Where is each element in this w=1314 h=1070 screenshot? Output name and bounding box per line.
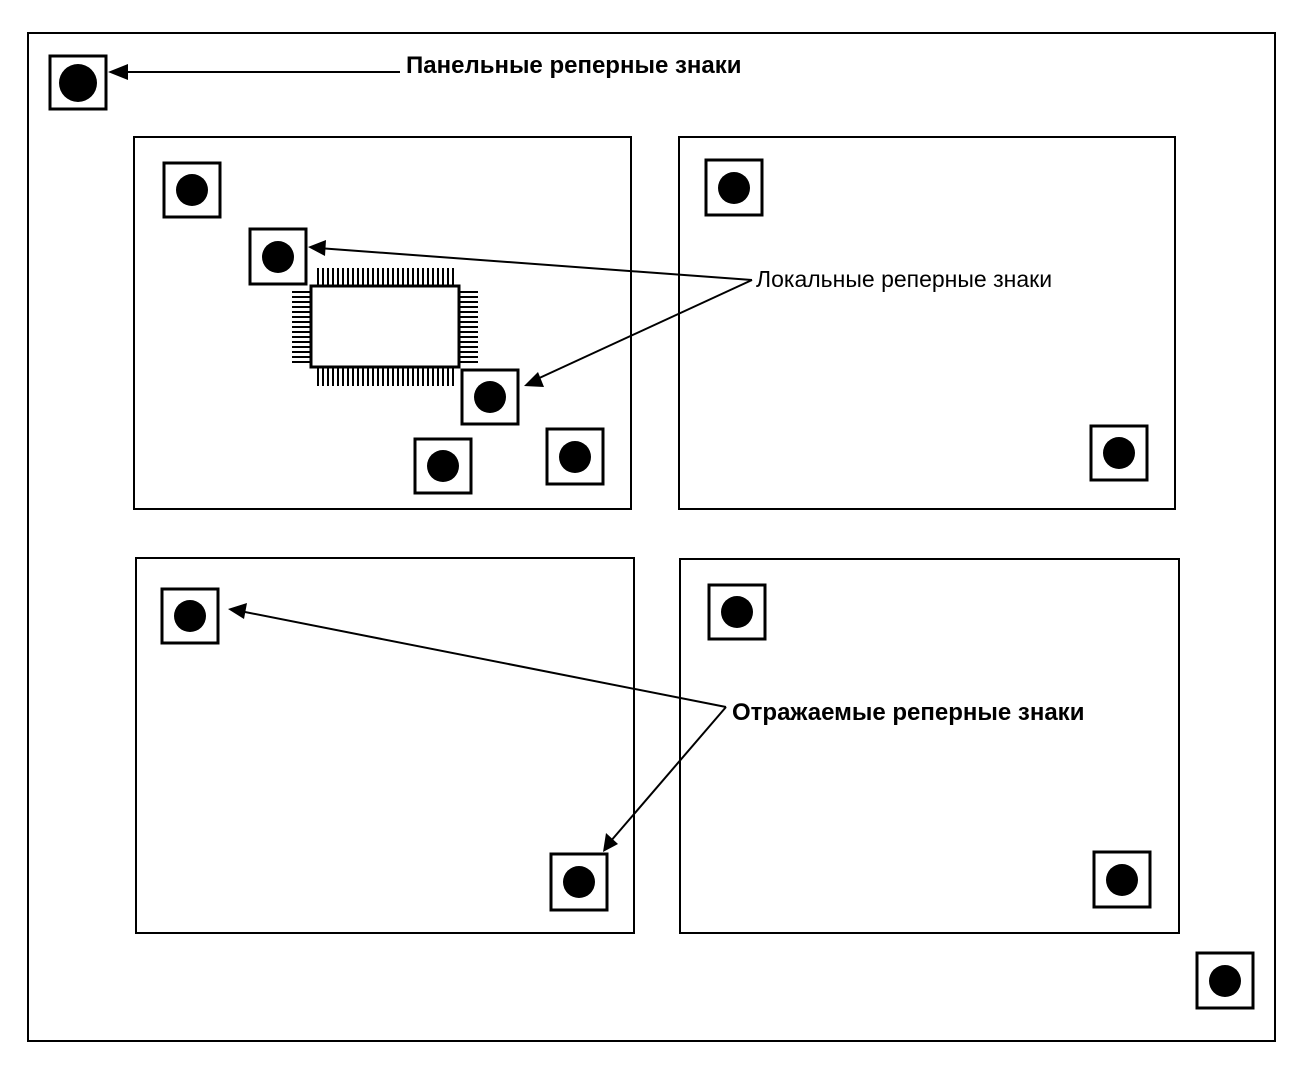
local-leader-arrowhead-lower	[524, 372, 544, 387]
local-fiducial-lower	[460, 368, 520, 426]
mirrored-leader-line-upper	[239, 610, 727, 708]
panel-fiducial-bottom-right	[1195, 951, 1255, 1010]
panel-fiducial-top-left	[48, 54, 108, 111]
board-fiducial	[413, 437, 473, 495]
chip-pins-bottom	[317, 367, 454, 386]
board-fiducial	[162, 161, 222, 219]
local-leader-arrowhead-upper	[308, 240, 326, 256]
mirrored-fiducial-lower	[549, 852, 609, 912]
mirrored-leader-arrowhead-lower	[603, 833, 618, 852]
local-leader-line-lower	[534, 279, 753, 381]
board-bottom-right	[679, 558, 1180, 934]
qfp-chip	[292, 268, 478, 386]
label-panel-fiducials: Панельные реперные знаки	[406, 52, 742, 79]
panel-leader-arrowhead	[108, 64, 128, 80]
local-leader-line-upper	[317, 247, 753, 281]
local-fiducial-upper	[248, 227, 308, 286]
board-bottom-left	[135, 557, 635, 934]
board-fiducial	[545, 427, 605, 486]
mirrored-leader-line-lower	[609, 706, 727, 843]
board-fiducial	[1089, 424, 1149, 482]
chip-pins-right	[459, 291, 478, 363]
board-top-left	[133, 136, 632, 510]
chip-pins-left	[292, 291, 311, 363]
mirrored-leader-arrowhead-upper	[228, 603, 247, 619]
board-fiducial	[707, 583, 767, 641]
label-mirrored-fiducials: Отражаемые реперные знаки	[732, 699, 1084, 726]
chip-pins-top	[317, 268, 454, 286]
chip-body	[309, 284, 461, 369]
board-top-right	[678, 136, 1176, 510]
board-fiducial	[704, 158, 764, 217]
label-local-fiducials: Локальные реперные знаки	[756, 266, 1052, 292]
board-fiducial	[1092, 850, 1152, 909]
mirrored-fiducial-upper	[160, 587, 220, 645]
panel-outline	[27, 32, 1276, 1042]
